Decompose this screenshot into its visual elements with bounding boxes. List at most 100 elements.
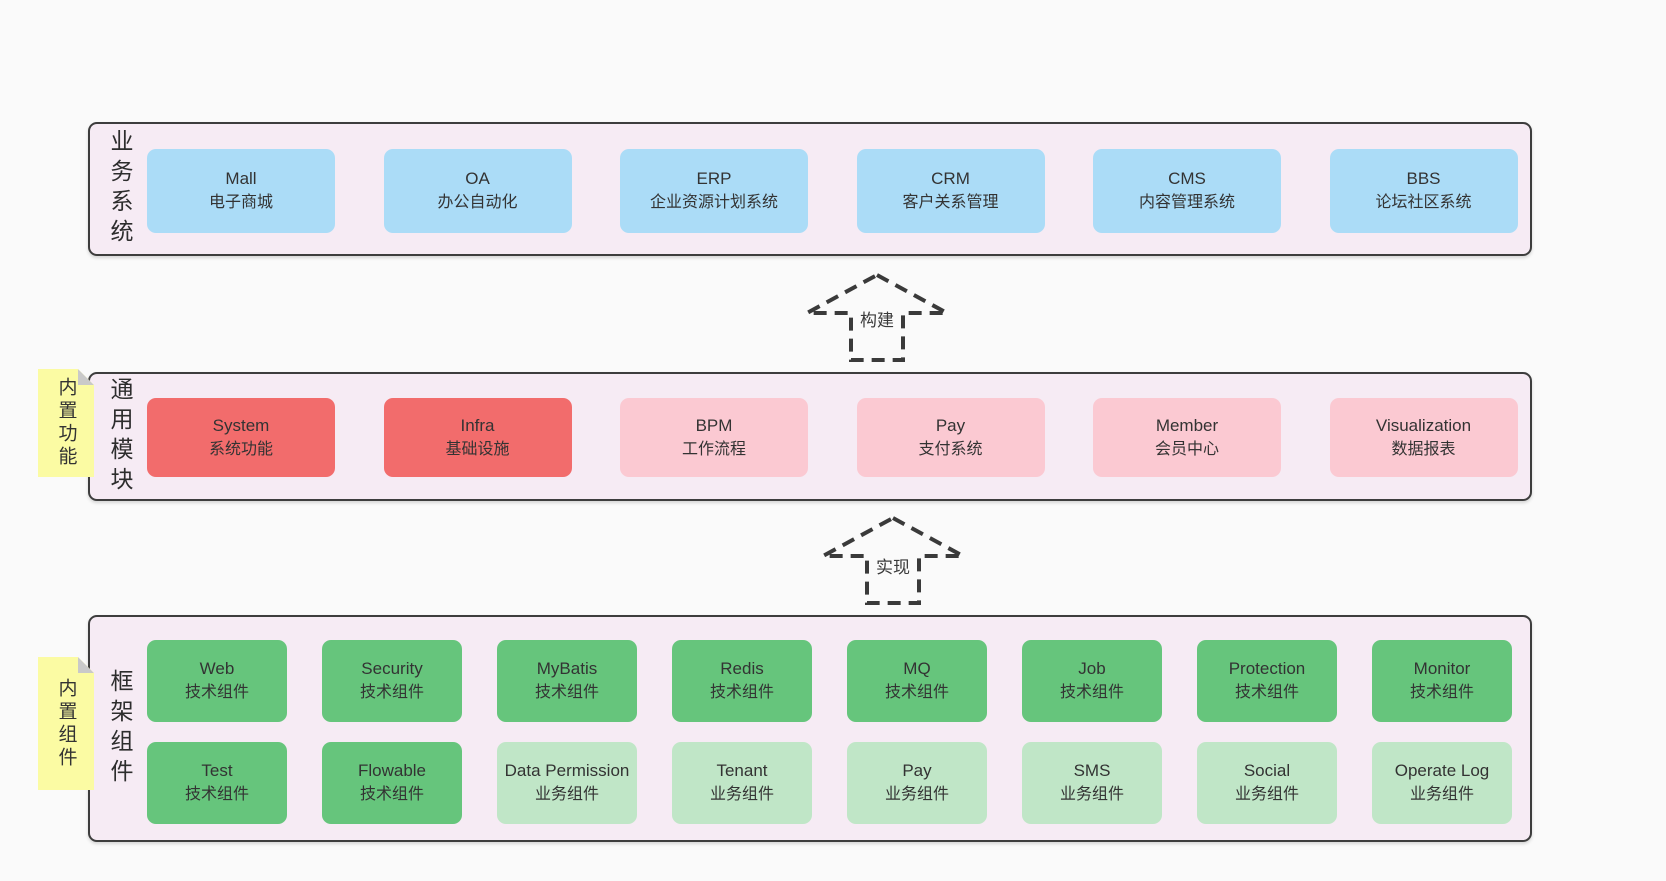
- box-visualization: Visualization 数据报表: [1329, 398, 1518, 477]
- box-redis: Redis 技术组件: [672, 640, 812, 722]
- box-desc: 业务组件: [1234, 786, 1299, 803]
- box-desc: 技术组件: [884, 684, 949, 701]
- box-desc: 会员中心: [1154, 440, 1219, 458]
- sticky-note-text: 内置组件: [55, 677, 77, 770]
- box-mq: MQ 技术组件: [847, 640, 987, 722]
- band-business-systems: 业务系统 Mall 电子商城 OA 办公自动化 ERP 企业资源计划系统 CRM…: [88, 122, 1532, 256]
- common-modules-row: System 系统功能 Infra 基础设施 BPM 工作流程 Pay 支付系统…: [147, 398, 1518, 477]
- box-cms: CMS 内容管理系统: [1093, 149, 1281, 233]
- box-desc: 技术组件: [184, 786, 249, 803]
- box-name: Protection: [1228, 659, 1306, 678]
- box-desc: 业务组件: [1409, 786, 1474, 803]
- box-desc: 技术组件: [1409, 684, 1474, 701]
- sticky-note-builtin-features: 内置功能: [38, 369, 94, 477]
- box-desc: 企业资源计划系统: [649, 194, 778, 211]
- business-systems-row: Mall 电子商城 OA 办公自动化 ERP 企业资源计划系统 CRM 客户关系…: [147, 149, 1518, 233]
- box-desc: 支付系统: [918, 440, 983, 458]
- box-mybatis: MyBatis 技术组件: [497, 640, 637, 722]
- box-desc: 业务组件: [534, 786, 599, 803]
- band-framework-components-label: 框架组件: [107, 668, 133, 789]
- box-name: CRM: [931, 169, 970, 188]
- box-name: Redis: [720, 659, 764, 678]
- box-desc: 内容管理系统: [1138, 194, 1235, 211]
- band-business-systems-label: 业务系统: [107, 129, 133, 249]
- box-desc: 办公自动化: [437, 194, 518, 211]
- box-sms: SMS 业务组件: [1022, 742, 1162, 824]
- box-name: Security: [361, 659, 423, 678]
- box-desc: 业务组件: [1059, 786, 1124, 803]
- box-name: Job: [1078, 659, 1106, 678]
- dashed-up-arrow-icon: [806, 272, 948, 362]
- box-erp: ERP 企业资源计划系统: [620, 149, 808, 233]
- box-name: Member: [1155, 415, 1219, 435]
- arrow-implement-label: 实现: [873, 553, 913, 578]
- arrow-build: 构建: [797, 270, 957, 365]
- box-desc: 论坛社区系统: [1375, 194, 1472, 211]
- box-desc: 客户关系管理: [902, 194, 999, 211]
- band-common-modules-label: 通用模块: [107, 376, 133, 497]
- box-name: SMS: [1073, 761, 1111, 780]
- box-desc: 技术组件: [534, 684, 599, 701]
- box-desc: 技术组件: [1234, 684, 1299, 701]
- box-data-permission: Data Permission 业务组件: [497, 742, 637, 824]
- band-common-modules: 通用模块 System 系统功能 Infra 基础设施 BPM 工作流程 Pay…: [88, 372, 1532, 501]
- sticky-note-builtin-components: 内置组件: [38, 657, 94, 790]
- box-desc: 技术组件: [184, 684, 249, 701]
- box-desc: 技术组件: [359, 786, 424, 803]
- framework-components-grid: Web 技术组件 Security 技术组件 MyBatis 技术组件 Redi…: [147, 640, 1512, 824]
- box-name: CMS: [1168, 169, 1206, 188]
- box-bpm: BPM 工作流程: [620, 398, 808, 477]
- box-flowable: Flowable 技术组件: [322, 742, 462, 824]
- box-pay-component: Pay 业务组件: [847, 742, 987, 824]
- box-desc: 基础设施: [445, 440, 510, 458]
- box-protection: Protection 技术组件: [1197, 640, 1337, 722]
- box-job: Job 技术组件: [1022, 640, 1162, 722]
- box-member: Member 会员中心: [1093, 398, 1281, 477]
- box-name: BBS: [1406, 169, 1441, 188]
- box-desc: 技术组件: [709, 684, 774, 701]
- box-system: System 系统功能: [147, 398, 335, 477]
- box-name: Operate Log: [1394, 761, 1490, 780]
- dashed-up-arrow-icon: [822, 515, 964, 605]
- box-desc: 业务组件: [709, 786, 774, 803]
- box-oa: OA 办公自动化: [383, 149, 572, 233]
- box-name: Mall: [225, 169, 257, 188]
- arrow-build-label: 构建: [857, 306, 897, 331]
- box-security: Security 技术组件: [322, 640, 462, 722]
- box-name: Pay: [935, 415, 966, 435]
- box-name: Web: [199, 659, 235, 678]
- box-name: OA: [465, 169, 490, 188]
- box-name: Tenant: [716, 761, 768, 780]
- box-name: Monitor: [1413, 659, 1471, 678]
- box-name: Visualization: [1375, 415, 1472, 435]
- box-tenant: Tenant 业务组件: [672, 742, 812, 824]
- arrow-implement: 实现: [813, 513, 973, 608]
- box-name: System: [212, 415, 270, 435]
- box-test: Test 技术组件: [147, 742, 287, 824]
- box-name: Pay: [902, 761, 932, 780]
- box-bbs: BBS 论坛社区系统: [1329, 149, 1518, 233]
- box-name: Test: [201, 761, 233, 780]
- box-infra: Infra 基础设施: [383, 398, 572, 477]
- box-desc: 技术组件: [1059, 684, 1124, 701]
- box-monitor: Monitor 技术组件: [1372, 640, 1512, 722]
- box-name: MQ: [903, 659, 931, 678]
- box-social: Social 业务组件: [1197, 742, 1337, 824]
- box-desc: 技术组件: [359, 684, 424, 701]
- box-name: BPM: [695, 415, 733, 435]
- box-name: Infra: [460, 415, 495, 435]
- framework-components-row-2: Test 技术组件 Flowable 技术组件 Data Permission …: [147, 742, 1512, 824]
- box-web: Web 技术组件: [147, 640, 287, 722]
- box-desc: 系统功能: [208, 440, 273, 458]
- box-pay-module: Pay 支付系统: [856, 398, 1045, 477]
- box-name: Data Permission: [504, 761, 630, 780]
- box-name: ERP: [696, 169, 732, 188]
- box-operate-log: Operate Log 业务组件: [1372, 742, 1512, 824]
- box-name: Social: [1243, 761, 1291, 780]
- framework-components-row-1: Web 技术组件 Security 技术组件 MyBatis 技术组件 Redi…: [147, 640, 1512, 722]
- band-framework-components: 框架组件 Web 技术组件 Security 技术组件 MyBatis 技术组件…: [88, 615, 1532, 842]
- sticky-note-text: 内置功能: [55, 377, 77, 469]
- box-name: Flowable: [357, 761, 427, 780]
- box-mall: Mall 电子商城: [147, 149, 335, 233]
